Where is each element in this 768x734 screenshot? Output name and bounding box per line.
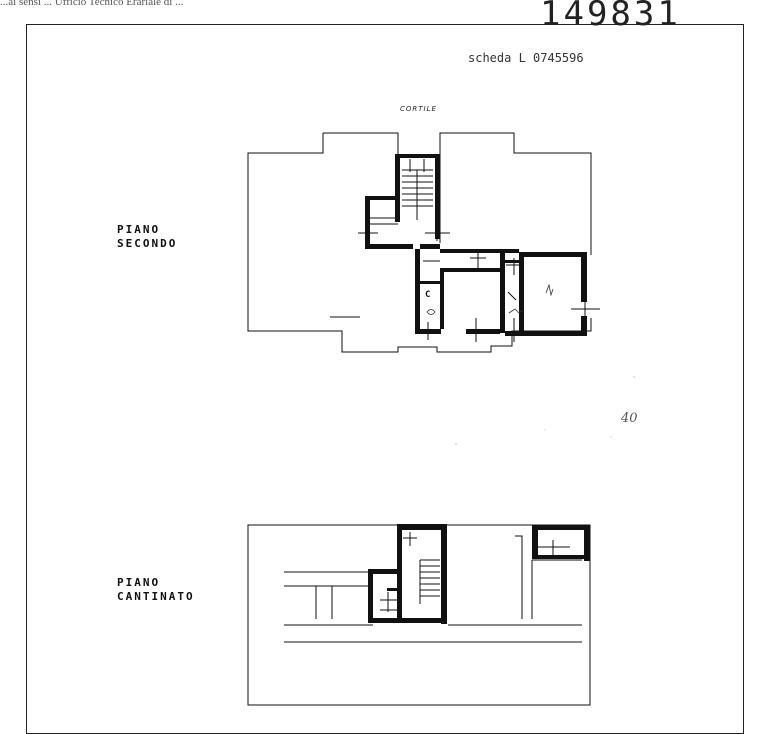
cantinato-walls: [368, 524, 590, 624]
piano-secondo-label: PIANO SECONDO: [117, 223, 178, 250]
header-fragment: ...ai sensi ... Ufficio Tecnico Erariale…: [0, 0, 184, 8]
marginal-note: 40: [621, 411, 638, 426]
room-c-letter: C: [425, 290, 430, 300]
scheda-code: scheda L 0745596: [468, 51, 584, 65]
upper-stair-treads: [370, 169, 433, 225]
floor-plans: C: [247, 132, 635, 706]
scan-speckles: [455, 376, 635, 445]
room-handwriting: [426, 283, 554, 315]
lower-stair-treads: [380, 532, 570, 612]
apartment-walls: [365, 154, 587, 336]
upper-door-marks: [330, 159, 600, 342]
cortile-label: CORTILE: [400, 105, 437, 113]
piano-cantinato-label: PIANO CANTINATO: [117, 576, 195, 603]
stamp-number: 149831: [540, 0, 681, 34]
piano-cantinato-plan: [247, 524, 591, 706]
